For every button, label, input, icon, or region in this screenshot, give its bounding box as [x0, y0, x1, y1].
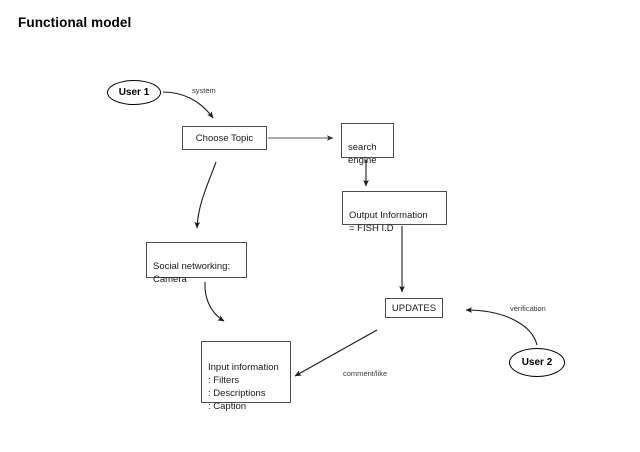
node-output-information-label: Output Information = FISH I.D	[349, 210, 428, 234]
edge-label-verification: verification	[510, 304, 546, 313]
edge-choose-social	[194, 161, 217, 229]
node-social-networking[interactable]: Social networking: Camera	[146, 242, 247, 285]
node-choose-topic-label: Choose Topic	[195, 132, 254, 144]
edge-social-input	[204, 281, 225, 322]
node-user2-label: User 2	[521, 357, 553, 368]
node-input-information[interactable]: Input information : Filters : Descriptio…	[201, 341, 291, 412]
node-input-information-label: Input information : Filters : Descriptio…	[208, 362, 279, 412]
edge-user1-choose	[162, 91, 214, 119]
node-user1-label: User 1	[118, 87, 150, 98]
node-updates-label: UPDATES	[391, 302, 437, 314]
edge-user2-updates	[465, 307, 538, 346]
node-output-information[interactable]: Output Information = FISH I.D	[342, 191, 447, 234]
node-social-networking-label: Social networking: Camera	[153, 261, 231, 285]
edge-label-system: system	[192, 86, 216, 95]
node-search-engine-label: search engine	[348, 142, 377, 166]
page-title: Functional model	[18, 15, 132, 30]
node-search-engine[interactable]: search engine	[341, 123, 394, 166]
node-user1[interactable]: User 1	[107, 80, 161, 105]
node-user2[interactable]: User 2	[509, 348, 565, 377]
edge-label-comment-like: comment/like	[343, 369, 388, 378]
node-updates[interactable]: UPDATES	[385, 298, 443, 318]
node-choose-topic[interactable]: Choose Topic	[182, 126, 267, 150]
